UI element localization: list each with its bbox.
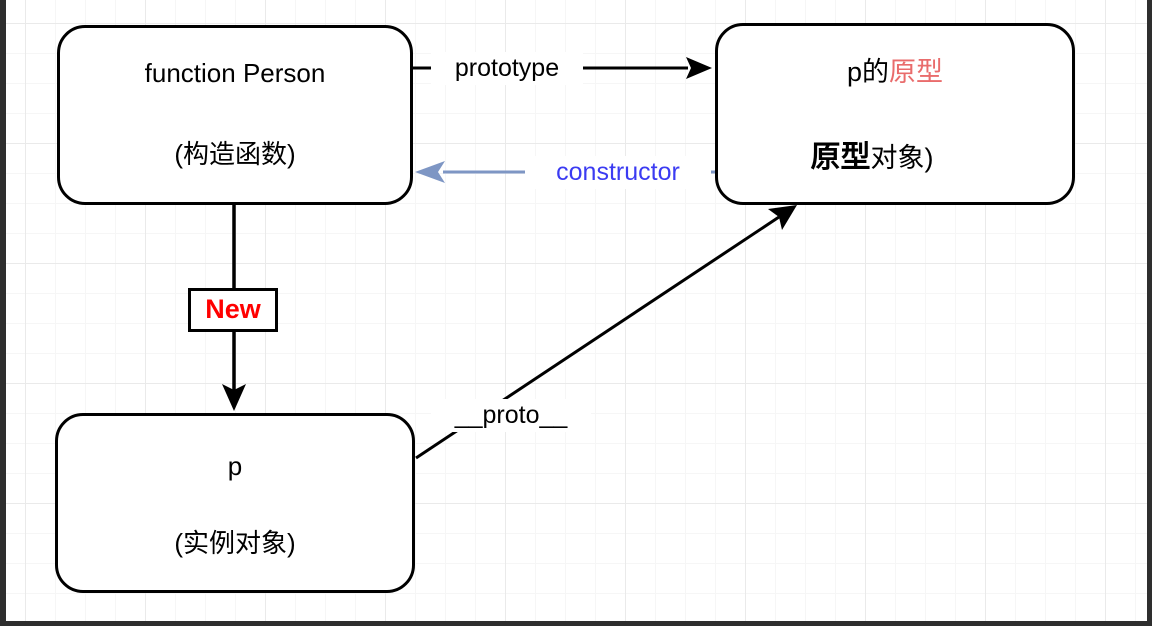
node-title: p的原型 — [847, 59, 943, 86]
node-prototype-object: p的原型 原型对象) — [715, 23, 1075, 205]
proto-arrowhead-icon — [768, 205, 797, 230]
window-frame-right — [1147, 0, 1152, 626]
node-title: p — [227, 451, 243, 481]
node-subtitle-rest: 对象) — [870, 143, 934, 173]
new-arrowhead-icon — [222, 384, 246, 411]
new-edge-label: New — [188, 288, 278, 332]
new-edge-label-text: New — [205, 294, 261, 325]
constructor-arrowhead-icon — [415, 161, 445, 183]
node-subtitle: (构造函数) — [174, 139, 296, 169]
window-frame-left — [0, 0, 6, 626]
node-title-prefix: p的 — [846, 57, 890, 87]
node-title: function Person — [144, 58, 326, 88]
constructor-edge-label: constructor — [525, 156, 711, 189]
node-title-highlight: 原型 — [889, 57, 944, 87]
prototype-arrowhead-icon — [686, 57, 712, 79]
prototype-edge-label: prototype — [431, 52, 583, 85]
node-subtitle: (实例对象) — [174, 528, 296, 558]
proto-edge-label: __proto__ — [431, 399, 591, 432]
node-subtitle-bold: 原型 — [810, 141, 871, 174]
window-frame-bottom — [0, 621, 1152, 626]
node-instance: p (实例对象) — [55, 413, 415, 593]
node-subtitle: 原型对象) — [811, 143, 934, 173]
node-constructor-function: function Person (构造函数) — [57, 25, 413, 205]
